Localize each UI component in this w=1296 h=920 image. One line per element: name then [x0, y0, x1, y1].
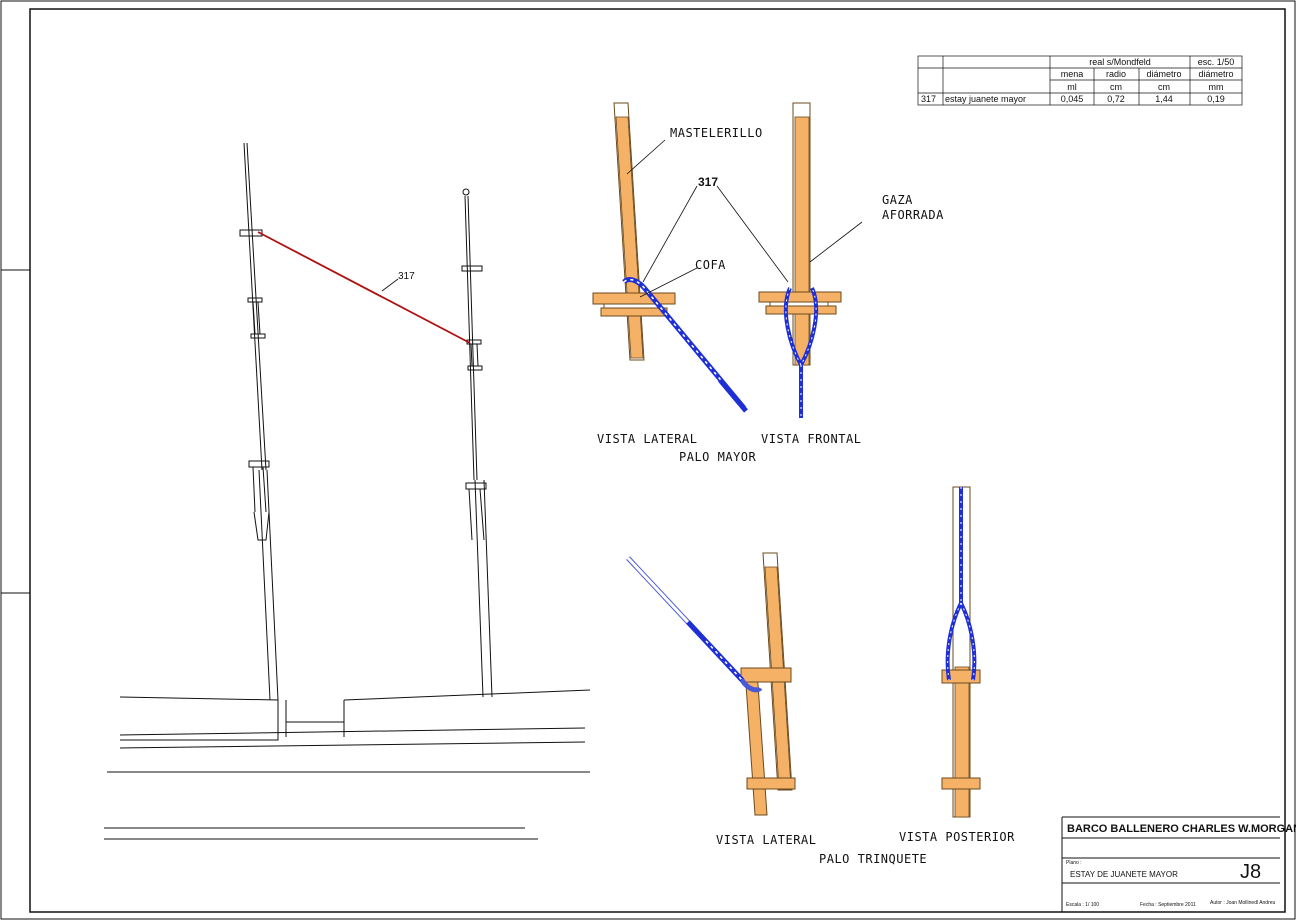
label-gaza: GAZA [882, 193, 913, 207]
main-top-crosstree [239, 229, 263, 237]
plan-code: J8 [1240, 861, 1261, 883]
palo-trinquete-posterior [941, 486, 981, 818]
rope-served-end-bottom [686, 620, 744, 682]
ship-name: BARCO BALLENERO CHARLES W.MORGAN [1067, 823, 1296, 835]
table-col-radio: radio [1106, 69, 1126, 79]
palo-mayor-frontal [758, 102, 842, 418]
overview-elevation [104, 142, 591, 840]
plan-scale: Escala : 1/ 100 [1066, 902, 1099, 908]
fore-truck [462, 188, 470, 196]
plan-date: Fecha : Septiembre 2011 [1140, 902, 1196, 908]
main-lower-cap [248, 460, 270, 468]
plan-author: Autor : Joan Mollinedl Andreu [1210, 900, 1276, 906]
label-callout-317: 317 [698, 175, 718, 189]
label-vista-lateral-trinquete: VISTA LATERAL [716, 833, 816, 847]
main-mast-overview [239, 142, 279, 701]
table-unit-cm-1: cm [1110, 82, 1122, 92]
label-palo-mayor: PALO MAYOR [679, 450, 757, 464]
table-row-diametro-cm: 1,44 [1155, 94, 1173, 104]
inner-border [29, 8, 1286, 913]
label-aforrada: AFORRADA [882, 208, 944, 222]
label-vista-posterior: VISTA POSTERIOR [899, 830, 1015, 844]
stay-317-line [257, 231, 471, 344]
label-palo-trinquete: PALO TRINQUETE [819, 852, 927, 866]
trinquete-lower-cap [746, 777, 796, 790]
top-lateral-crosstree [592, 292, 676, 305]
overview-317-label: 317 [398, 271, 415, 282]
table-col-mena: mena [1061, 69, 1084, 79]
top-frontal-crosstree [758, 291, 842, 303]
table-header-real: real s/Mondfeld [1089, 57, 1151, 67]
label-mastelerillo: MASTELERILLO [670, 126, 763, 140]
rigging-table: real s/Mondfeld esc. 1/50 mena radio diá… [917, 55, 1243, 106]
palo-mayor-lateral [592, 102, 748, 413]
label-vista-lateral-mayor: VISTA LATERAL [597, 432, 697, 446]
plan-label: Plano : [1066, 860, 1082, 866]
table-col-diametro-cm: diámetro [1146, 69, 1181, 79]
table-col-diametro-mm: diámetro [1198, 69, 1233, 79]
plan-title: ESTAY DE JUANETE MAYOR [1070, 870, 1178, 879]
table-unit-cm-2: cm [1158, 82, 1170, 92]
table-row-diametro-mm: 0,19 [1207, 94, 1225, 104]
table-row-radio: 0,72 [1107, 94, 1125, 104]
table-unit-ml: ml [1067, 82, 1077, 92]
label-cofa: COFA [695, 258, 726, 272]
top-leaders [626, 139, 863, 298]
table-row-mena: 0,045 [1061, 94, 1084, 104]
label-vista-frontal: VISTA FRONTAL [761, 432, 861, 446]
rope-served-end-top [718, 378, 748, 413]
table-row-name: estay juanete mayor [945, 94, 1026, 104]
table-row-id: 317 [921, 94, 936, 104]
palo-trinquete-lateral [626, 552, 796, 816]
title-block: BARCO BALLENERO CHARLES W.MORGAN Plano :… [1061, 816, 1296, 912]
table-header-scale: esc. 1/50 [1198, 57, 1235, 67]
hull-outline [104, 689, 591, 840]
table-unit-mm: mm [1209, 82, 1224, 92]
stay-317-leader [381, 278, 399, 292]
trinquete-cap [740, 667, 792, 683]
